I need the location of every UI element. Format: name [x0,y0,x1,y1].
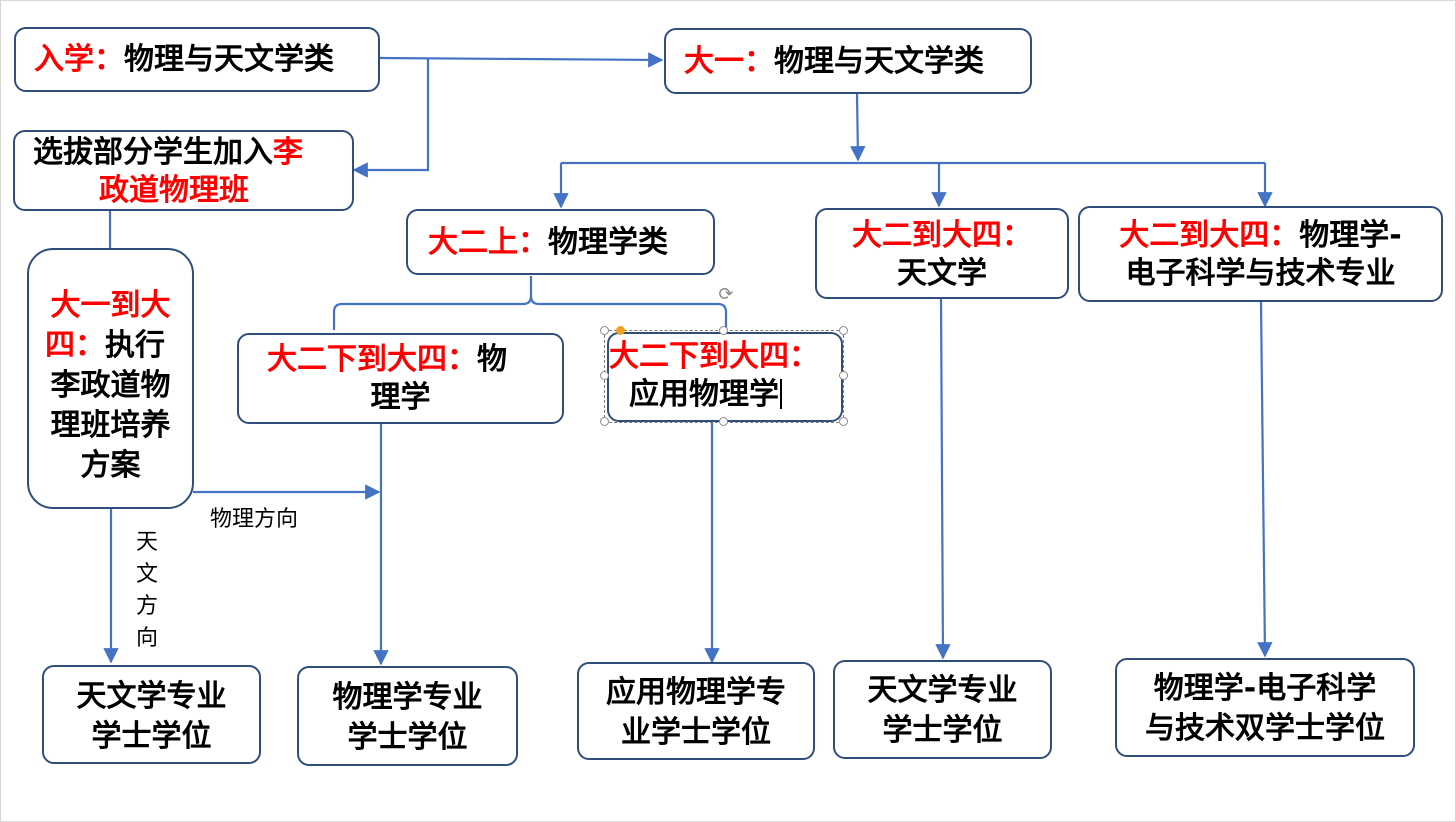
node-physics-highlight: 大二下到大四： [267,342,477,377]
resize-handle-top[interactable] [719,326,728,335]
node-physics-text-1: 物 [477,342,507,377]
node-degree-applied[interactable]: 应用物理学专 业学士学位 [577,662,815,760]
rotate-handle-icon[interactable]: ⟳ [718,284,734,305]
node-plan[interactable]: 大一到大 四：执行 李政道物 理班培养 方案 [27,248,194,509]
node-select[interactable]: 选拔部分学生加入李 政道物理班 [13,130,354,211]
node-plan-line4: 理班培养 [50,408,171,443]
node-degree-double-line2: 与技术双学士学位 [1145,711,1385,746]
node-year2-first-highlight: 大二上： [428,225,548,260]
bracket-year2first [332,276,728,330]
arrow-astro-to-degree [935,298,951,660]
node-degree-physics-line2: 学士学位 [347,720,468,755]
selection-outline [604,330,844,423]
node-physics-line1: 大二下到大四：物 [239,341,562,379]
node-enroll[interactable]: 入学：物理与天文学类 [14,27,380,92]
node-applied-line2: 应用物理学 [609,376,841,414]
label-astro-direction-char: 方 [136,594,159,619]
text-caret [780,379,782,409]
arrow-enroll-to-select [352,58,430,178]
node-plan-line2: 四：执行 [29,326,192,366]
node-year2-first-text: 物理学类 [548,225,668,260]
resize-handle-bottom-left[interactable] [600,417,609,426]
node-applied[interactable]: 大二下到大四： 应用物理学 [607,332,843,422]
node-degree-applied-line1: 应用物理学专 [606,675,786,710]
node-applied-highlight: 大二下到大四： [609,339,819,374]
label-astro-direction-char: 向 [136,626,159,651]
resize-handle-top-left[interactable] [600,326,609,335]
node-enroll-text: 物理与天文学类 [124,42,334,77]
resize-handle-bottom-right[interactable] [839,417,848,426]
node-degree-astro-right-line2: 学士学位 [882,713,1003,748]
node-year1-text: 物理与天文学类 [774,44,984,79]
node-elec[interactable]: 大二到大四：物理学- 电子科学与技术专业 [1078,206,1443,302]
label-astro-direction: 天 文 方 向 [136,527,160,655]
arrow-elec-to-degree [1257,301,1273,658]
node-degree-astro-left[interactable]: 天文学专业 学士学位 [42,665,261,764]
node-degree-physics[interactable]: 物理学专业 学士学位 [297,666,518,766]
label-physics-direction: 物理方向 [210,507,299,532]
node-plan-line3: 李政道物 [50,368,171,403]
node-plan-highlight-2: 四： [45,328,105,363]
node-astro-text: 天文学 [897,256,987,291]
node-elec-line1: 大二到大四：物理学- [1080,217,1441,255]
label-astro-direction-char: 文 [136,562,159,587]
node-astro-highlight: 大二到大四： [852,218,1032,253]
node-plan-text-2: 执行 [105,328,165,363]
arrow-enroll-to-year1 [379,52,664,68]
node-degree-astro-left-line2: 学士学位 [91,719,212,754]
node-degree-astro-right[interactable]: 天文学专业 学士学位 [833,660,1052,759]
node-degree-astro-left-line1: 天文学专业 [76,679,227,714]
node-elec-text-1: 物理学- [1299,218,1402,253]
resize-handle-left[interactable] [600,371,609,380]
node-plan-line5: 方案 [80,448,141,483]
node-elec-text-2: 电子科学与技术专业 [1125,256,1396,291]
node-plan-highlight-1: 大一到大 [50,288,171,323]
node-astro[interactable]: 大二到大四： 天文学 [815,208,1069,299]
node-physics[interactable]: 大二下到大四：物 理学 [237,333,564,424]
node-select-highlight-1: 李 [273,135,303,170]
resize-handle-bottom[interactable] [719,417,728,426]
node-degree-applied-line2: 业学士学位 [621,715,771,750]
node-enroll-highlight: 入学： [34,42,124,77]
resize-handle-top-right[interactable] [839,326,848,335]
node-degree-physics-line1: 物理学专业 [332,680,483,715]
node-select-highlight-2: 政道物理班 [99,173,249,208]
arrow-year1-down [850,92,866,162]
node-applied-text: 应用物理学 [629,377,779,412]
node-year2-first[interactable]: 大二上：物理学类 [406,209,715,275]
node-physics-text-2: 理学 [370,380,431,415]
node-degree-astro-right-line1: 天文学专业 [867,673,1018,708]
node-degree-double-line1: 物理学-电子科学 [1153,671,1377,706]
label-astro-direction-char: 天 [136,530,159,555]
node-degree-double[interactable]: 物理学-电子科学 与技术双学士学位 [1115,658,1415,757]
node-elec-highlight: 大二到大四： [1119,218,1300,253]
node-year1[interactable]: 大一：物理与天文学类 [664,28,1032,94]
adjust-handle[interactable] [616,326,625,335]
node-select-text: 选拔部分学生加入 [33,135,273,170]
node-year1-highlight: 大一： [684,44,774,79]
resize-handle-right[interactable] [839,371,848,380]
